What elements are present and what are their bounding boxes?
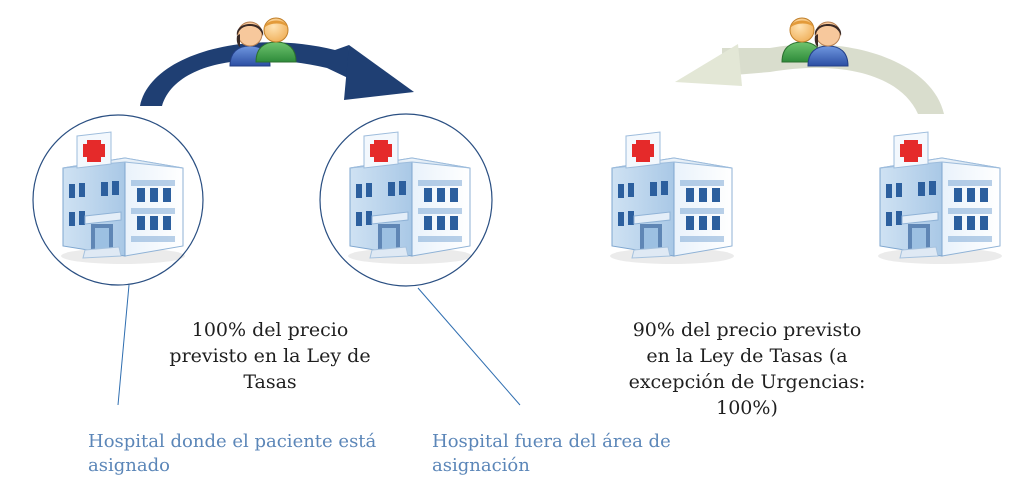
- assigned-hospital-label: Hospital donde el paciente está asignado: [88, 431, 377, 476]
- hospital-building-icon-3: [609, 131, 735, 265]
- patients-icon-right: [781, 17, 849, 67]
- patients-icon-left: [229, 17, 297, 67]
- hospital-building-icon-1: [60, 131, 186, 265]
- outside-hospital-leader-line: [417, 287, 521, 406]
- assigned-hospital-leader-line: [117, 284, 130, 406]
- arrow-between-outside-hospitals: [675, 44, 944, 114]
- price-caption-right: 90% del precio previsto en la Ley de Tas…: [628, 319, 866, 419]
- hospital-building-icon-4: [877, 131, 1003, 265]
- price-caption-left: 100% del precio previsto en la Ley de Ta…: [169, 319, 371, 393]
- outside-hospital-label: Hospital fuera del área de asignación: [432, 431, 671, 476]
- outside-hospital-circle: [319, 113, 493, 287]
- arrow-to-outside-hospital: [140, 42, 414, 106]
- assigned-hospital-circle: [32, 114, 204, 286]
- hospital-building-icon-2: [347, 131, 473, 265]
